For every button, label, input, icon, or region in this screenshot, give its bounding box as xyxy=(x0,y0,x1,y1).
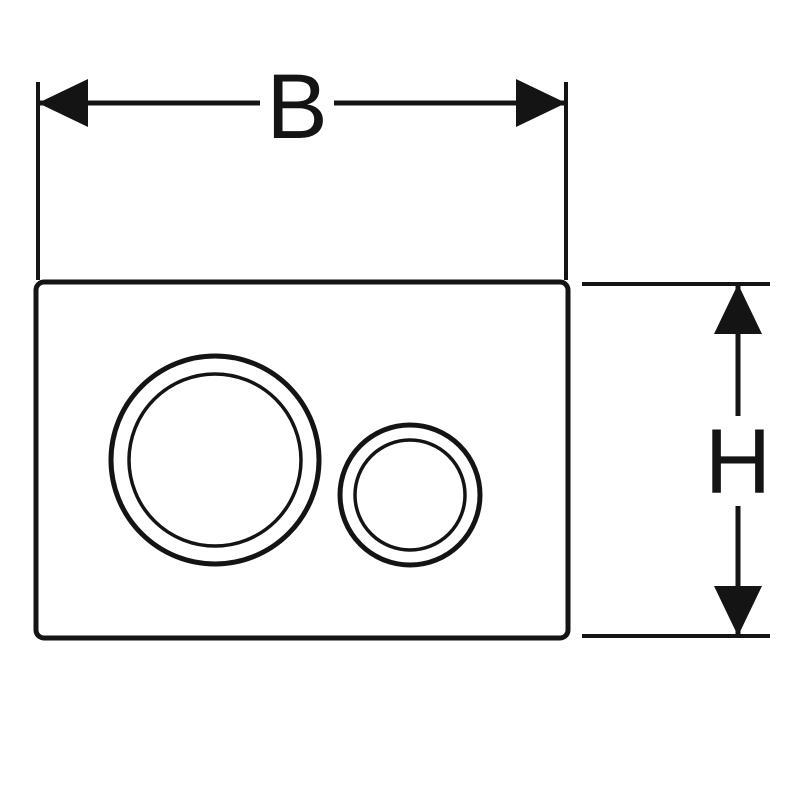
height-dimension-label: H xyxy=(705,411,771,513)
width-arrowhead-right-icon xyxy=(516,79,566,127)
width-arrowhead-left-icon xyxy=(38,79,88,127)
flush-plate-outline xyxy=(33,279,571,641)
width-dimension-label: B xyxy=(266,56,327,158)
large-button-inner-ring xyxy=(127,372,303,548)
height-arrowhead-down-icon xyxy=(714,586,762,636)
height-dimension: H xyxy=(582,282,771,638)
large-button-outer-ring xyxy=(108,353,322,567)
flush-plate xyxy=(33,279,571,641)
width-dimension: B xyxy=(36,56,568,280)
height-arrowhead-up-icon xyxy=(714,284,762,334)
small-button-inner-ring xyxy=(353,438,467,552)
small-button-outer-ring xyxy=(337,422,483,568)
